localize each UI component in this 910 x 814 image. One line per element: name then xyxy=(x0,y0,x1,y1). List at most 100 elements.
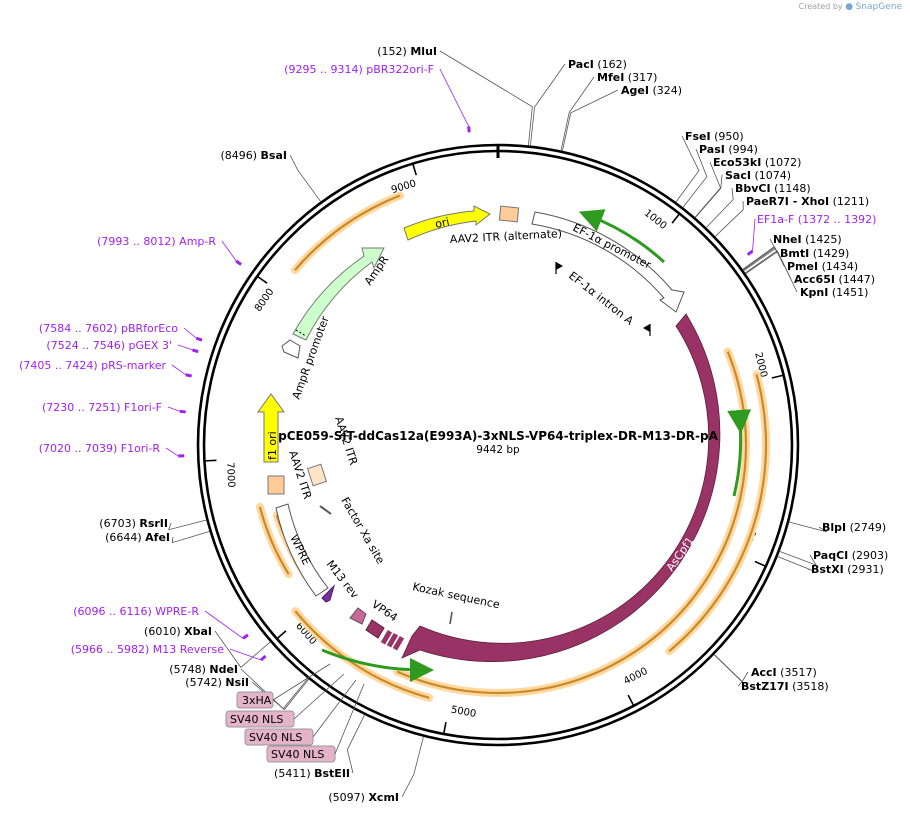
site-label: PmeI (1434) xyxy=(787,260,858,273)
restriction-site-bmti[interactable]: BmtI (1429) xyxy=(742,246,849,271)
restriction-site-mfei[interactable]: MfeI (317) xyxy=(560,71,657,151)
site-leader xyxy=(694,174,723,218)
site-label: FseI (950) xyxy=(685,130,744,143)
site-label: (5748) NdeI xyxy=(169,663,238,676)
primer-mark xyxy=(746,249,754,256)
primer-mark xyxy=(192,348,199,354)
site-label: Eco53kI (1072) xyxy=(713,156,801,169)
restriction-site-acc65i[interactable]: Acc65I (1447) xyxy=(744,250,875,286)
ef1a-green-arrow xyxy=(578,209,666,264)
restriction-site-nsii[interactable]: (5742) NsiI xyxy=(185,676,310,711)
site-leader xyxy=(289,154,322,202)
restriction-site-paer7i-xhoi[interactable]: PaeR7I - XhoI (1211) xyxy=(714,195,869,237)
site-label: PasI (994) xyxy=(699,143,758,156)
site-leader xyxy=(742,238,775,270)
restriction-site-eco53ki[interactable]: Eco53kI (1072) xyxy=(694,156,801,218)
restriction-site-mlui[interactable]: (152) MluI xyxy=(377,45,533,146)
restriction-site-agei[interactable]: AgeI (324) xyxy=(562,84,682,152)
site-leader xyxy=(168,519,207,531)
ascpf1-feature[interactable] xyxy=(401,313,721,663)
restriction-site-xcmi[interactable]: (5097) XcmI xyxy=(328,736,424,804)
ampr-feature[interactable] xyxy=(292,247,385,341)
restriction-site-acci[interactable]: AccI (3517) xyxy=(713,654,817,683)
orf-arc xyxy=(294,194,401,271)
orf-arc xyxy=(396,351,748,695)
restriction-site-bbvci[interactable]: BbvCI (1148) xyxy=(705,182,811,228)
aav2-itr-2-feature[interactable] xyxy=(306,463,328,487)
restriction-site-kpni[interactable]: KpnI (1451) xyxy=(745,250,869,299)
ef1a-intron-feature[interactable] xyxy=(555,262,651,336)
site-label: Acc65I (1447) xyxy=(794,273,875,286)
restriction-site-fsei[interactable]: FseI (950) xyxy=(675,130,744,203)
f1-ori-label: f1 ori xyxy=(266,431,279,460)
restriction-site-xbai[interactable]: (6010) XbaI xyxy=(144,625,271,668)
restriction-site-pasi[interactable]: PasI (994) xyxy=(682,143,758,208)
restriction-site-nhei[interactable]: NheI (1425) xyxy=(742,233,842,270)
wpre-feature[interactable] xyxy=(275,503,329,597)
primer-pbr322ori-f[interactable]: (9295 .. 9314) pBR322ori-F xyxy=(284,63,471,133)
site-leader xyxy=(251,678,310,711)
cds-green-arrow-right xyxy=(727,409,752,497)
kozak-feature[interactable] xyxy=(449,611,453,625)
restriction-site-bstz17i[interactable]: BstZ17I (3518) xyxy=(713,654,829,693)
primer-label: (6096 .. 6116) WPRE-R xyxy=(73,605,199,618)
primer-label: (9295 .. 9314) pBR322ori-F xyxy=(284,63,434,76)
orf-arc xyxy=(668,374,768,653)
aav2-itr-alt-feature[interactable] xyxy=(498,205,520,223)
primer-prs-marker[interactable]: (7405 .. 7424) pRS-marker xyxy=(19,359,192,378)
restriction-site-bsteii[interactable]: (5411) BstEII xyxy=(274,714,365,780)
site-leader xyxy=(779,550,818,566)
restriction-site-paqci[interactable]: PaqCI (2903) xyxy=(779,549,889,566)
ampr-promoter-feature[interactable] xyxy=(281,339,301,359)
primer-pgex-3-[interactable]: (7524 .. 7546) pGEX 3' xyxy=(46,339,199,354)
restriction-site-blpi[interactable]: BlpI (2749) xyxy=(788,521,886,534)
f1-ori-feature[interactable] xyxy=(257,393,285,463)
primer-leader xyxy=(167,406,180,412)
primer-f1ori-f[interactable]: (7230 .. 7251) F1ori-F xyxy=(42,401,186,414)
primer-mark xyxy=(467,126,471,133)
tag-box-3xha: 3xHA xyxy=(242,694,272,707)
vp64-feature[interactable] xyxy=(349,607,367,625)
primer-ef1a-f[interactable]: EF1a-F (1372 .. 1392) xyxy=(746,213,877,256)
site-leader xyxy=(401,736,424,798)
m13-rev-feature[interactable] xyxy=(321,584,336,603)
primer-m13-reverse[interactable]: (5966 .. 5982) M13 Reverse xyxy=(71,643,267,662)
site-label: (5097) XcmI xyxy=(328,791,399,804)
tick-label: 9000 xyxy=(390,178,418,196)
plasmid-name: pCE059-SiT-ddCas12a(E993A)-3xNLS-VP64-tr… xyxy=(278,429,718,443)
restriction-site-pmei[interactable]: PmeI (1434) xyxy=(743,247,859,273)
factor-xa-feature[interactable] xyxy=(319,505,332,515)
site-label: KpnI (1451) xyxy=(800,286,868,299)
tick-mark xyxy=(627,694,634,706)
tick-mark xyxy=(205,459,217,462)
primer-amp-r[interactable]: (7993 .. 8012) Amp-R xyxy=(97,235,242,266)
site-label: AgeI (324) xyxy=(621,84,682,97)
primer-leader xyxy=(171,364,187,376)
site-label: PaqCI (2903) xyxy=(813,549,888,562)
ori-feature[interactable] xyxy=(403,205,491,241)
tag-box-sv40-nls-3: SV40 NLS xyxy=(271,748,324,761)
primer-wpre-r[interactable]: (6096 .. 6116) WPRE-R xyxy=(73,605,249,640)
site-label: SacI (1074) xyxy=(725,169,791,182)
primer-f1ori-r[interactable]: (7020 .. 7039) F1ori-R xyxy=(39,442,185,458)
site-label: MfeI (317) xyxy=(597,71,657,84)
restriction-site-paci[interactable]: PacI (162) xyxy=(529,58,627,146)
restriction-site-rsrii[interactable]: (6703) RsrII xyxy=(99,517,207,531)
tick-label: 7000 xyxy=(224,462,236,488)
sv40-nls-blocks[interactable] xyxy=(380,629,405,651)
aav2-itr-feature[interactable] xyxy=(267,475,285,495)
restriction-site-saci[interactable]: SacI (1074) xyxy=(694,169,791,218)
restriction-site-bsai[interactable]: (8496) BsaI xyxy=(220,149,322,202)
site-leader xyxy=(713,654,743,687)
ascpf1-label: AsCpf1 xyxy=(664,534,697,573)
primer-leader xyxy=(229,648,262,661)
nls-3xha-feature[interactable] xyxy=(365,619,385,639)
restriction-site-bstxi[interactable]: BstXI (2931) xyxy=(777,556,884,576)
tick-mark xyxy=(754,560,766,567)
restriction-site-ndei[interactable]: (5748) NdeI xyxy=(169,663,309,710)
restriction-site-afei[interactable]: (6644) AfeI xyxy=(105,531,210,544)
primer-pbrforeco[interactable]: (7584 .. 7602) pBRforEco xyxy=(39,322,203,342)
primer-label: (5966 .. 5982) M13 Reverse xyxy=(71,643,224,656)
